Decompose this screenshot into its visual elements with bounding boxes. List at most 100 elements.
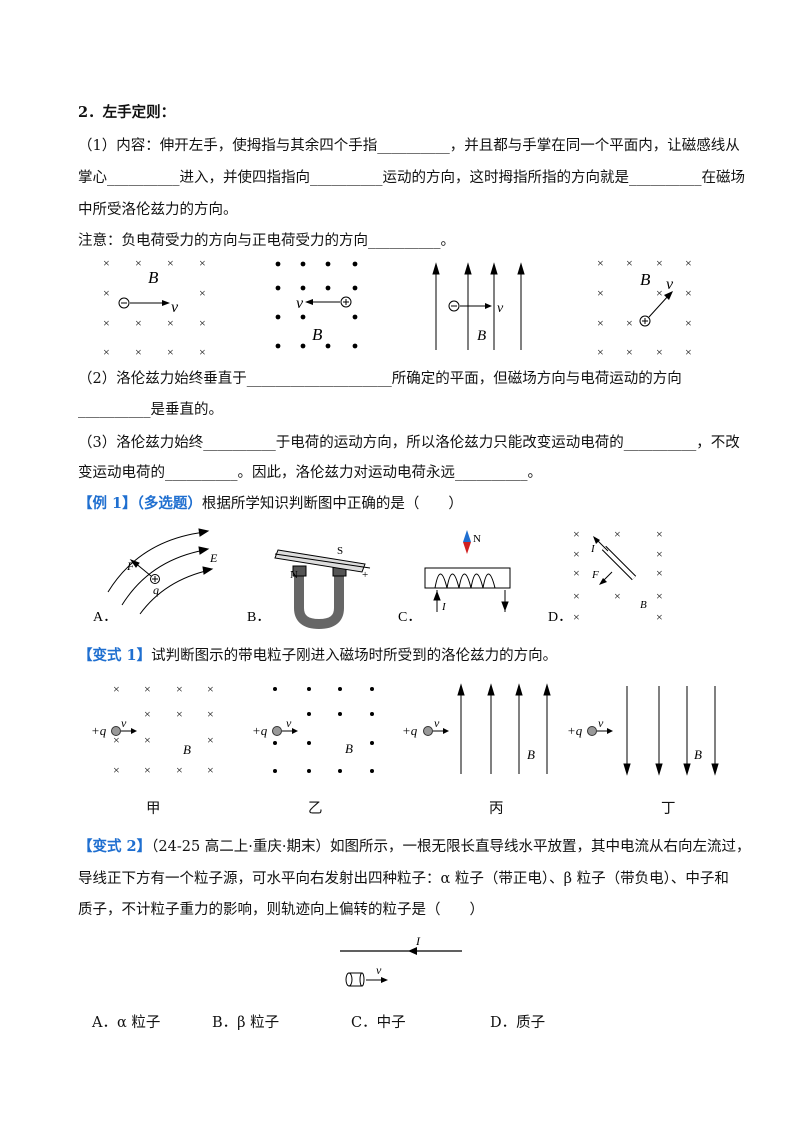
caption-ding: 丁: [661, 801, 676, 817]
cross: ×: [656, 345, 663, 359]
cross: ×: [113, 763, 120, 777]
cross: ×: [573, 527, 580, 541]
content-line-6: （3）洛伦兹力始终__________于电荷的运动方向，所以洛伦兹力只能改变运动…: [78, 435, 740, 451]
label-v: v: [286, 716, 292, 730]
cross: ×: [597, 256, 604, 270]
diagram-jia: ×××× ××× ××× ×××× +q v B: [91, 682, 214, 777]
cross: ×: [614, 527, 621, 541]
cross: ×: [176, 682, 183, 696]
content-line-1: （1）内容：伸开左手，使拇指与其余四个手指__________，并且都与手掌在同…: [78, 138, 740, 154]
cross: ×: [199, 256, 206, 270]
cross: ×: [597, 345, 604, 359]
example-1-header: 【例 1】（多选题）根据所学知识判断图中正确的是（ ）: [78, 494, 463, 514]
label-B: B: [640, 270, 651, 289]
cross: ×: [167, 316, 174, 330]
cross: ×: [573, 589, 580, 603]
diagram-4: ×××× ××× ××× ×××× B v: [597, 256, 692, 359]
choice-D[interactable]: D．质子: [490, 1015, 546, 1031]
diagram-2: v B: [275, 261, 358, 349]
label-plus-q: +q: [91, 723, 107, 738]
variant-2-line-2: 导线正下方有一个粒子源，可水平向右发射出四种粒子：α 粒子（带正电）、β 粒子（…: [78, 871, 729, 887]
cross: ×: [135, 316, 142, 330]
cross: ×: [207, 763, 214, 777]
cross: ×: [656, 286, 663, 300]
label-plus-q: +q: [252, 723, 268, 738]
option-A-label: A．: [93, 610, 117, 625]
cross: ×: [573, 566, 580, 580]
cross: ×: [685, 345, 692, 359]
cross: ×: [103, 286, 110, 300]
option-D-figure: ××× ×× ×× ××× ×× I F B: [573, 527, 663, 624]
label-B: B: [183, 742, 191, 757]
cross: ×: [656, 547, 663, 561]
content-line-5: __________是垂直的。: [78, 402, 223, 418]
label-plus-q: +q: [567, 723, 583, 738]
label-B: B: [345, 741, 353, 756]
variant-question: 试判断图示的带电粒子刚进入磁场时所受到的洛伦兹力的方向。: [151, 648, 558, 664]
cross: ×: [207, 707, 214, 721]
label-N: N: [290, 569, 298, 581]
cross: ×: [207, 733, 214, 747]
diagram-yi: +q v B: [252, 687, 374, 773]
caption-bing: 丙: [489, 801, 504, 817]
cross: ×: [626, 256, 633, 270]
label-B: B: [527, 747, 535, 762]
cross: ×: [597, 286, 604, 300]
cross: ×: [656, 256, 663, 270]
cross: ×: [656, 589, 663, 603]
choice-A[interactable]: A．α 粒子: [92, 1015, 161, 1031]
label-I: I: [415, 934, 421, 948]
label-plus: +: [362, 569, 368, 581]
option-A-figure: F q E: [107, 528, 218, 615]
label-B: B: [312, 325, 323, 344]
cross: ×: [626, 345, 633, 359]
label-B: B: [477, 328, 486, 344]
particle-source-icon: [345, 972, 365, 987]
caption-jia: 甲: [146, 801, 161, 817]
cross: ×: [103, 345, 110, 359]
label-v: v: [296, 295, 304, 312]
label-B: B: [148, 268, 159, 287]
diagram-3: v B: [432, 262, 525, 350]
cross: ×: [144, 733, 151, 747]
label-v: v: [434, 716, 440, 730]
variant-tag: 【变式 2】: [78, 838, 152, 855]
cross: ×: [199, 316, 206, 330]
content-line-3: 中所受洛伦兹力的方向。: [78, 202, 238, 218]
label-I: I: [441, 601, 447, 613]
label-v: v: [376, 963, 382, 977]
label-v: v: [121, 716, 127, 730]
cross: ×: [144, 763, 151, 777]
option-B-label: B．: [247, 610, 270, 625]
content-line-7: 变运动电荷的__________。因此，洛伦兹力对运动电荷永远_________…: [78, 465, 542, 481]
label-v: v: [666, 276, 674, 293]
choice-C[interactable]: C．中子: [351, 1015, 406, 1031]
variant-tag: 【变式 1】: [78, 647, 152, 664]
cross: ×: [199, 345, 206, 359]
diagram-ding: +q v B: [567, 686, 719, 776]
cross: ×: [685, 286, 692, 300]
fig-row-1: × × × × × × × × × × × × × × B v v: [103, 256, 692, 359]
label-F: F: [591, 569, 599, 581]
label-N: N: [473, 533, 481, 545]
diagram-bing: +q v B: [402, 683, 551, 774]
label-B: B: [640, 599, 647, 611]
content-line-2: 掌心__________进入，并使四指指向__________运动的方向，这时拇…: [78, 170, 745, 186]
cross: ×: [685, 256, 692, 270]
option-B-figure: N S +: [274, 545, 371, 630]
cross: ×: [103, 256, 110, 270]
label-E: E: [209, 551, 218, 565]
label-B: B: [694, 747, 702, 762]
cross: ×: [135, 256, 142, 270]
label-plus-q: +q: [402, 723, 418, 738]
option-C-label: C．: [398, 610, 421, 625]
caption-yi: 乙: [308, 801, 323, 817]
variant-2-line-3: 质子，不计粒子重力的影响，则轨迹向上偏转的粒子是（ ）: [78, 902, 484, 918]
cross: ×: [113, 733, 120, 747]
cross: ×: [597, 316, 604, 330]
label-I: I: [590, 543, 596, 555]
variant-question-line-1: （24-25 高二上·重庆·期末）如图所示，一根无限长直导线水平放置，其中电流从…: [151, 839, 751, 855]
cross: ×: [656, 610, 663, 624]
choice-B[interactable]: B．β 粒子: [212, 1015, 280, 1031]
